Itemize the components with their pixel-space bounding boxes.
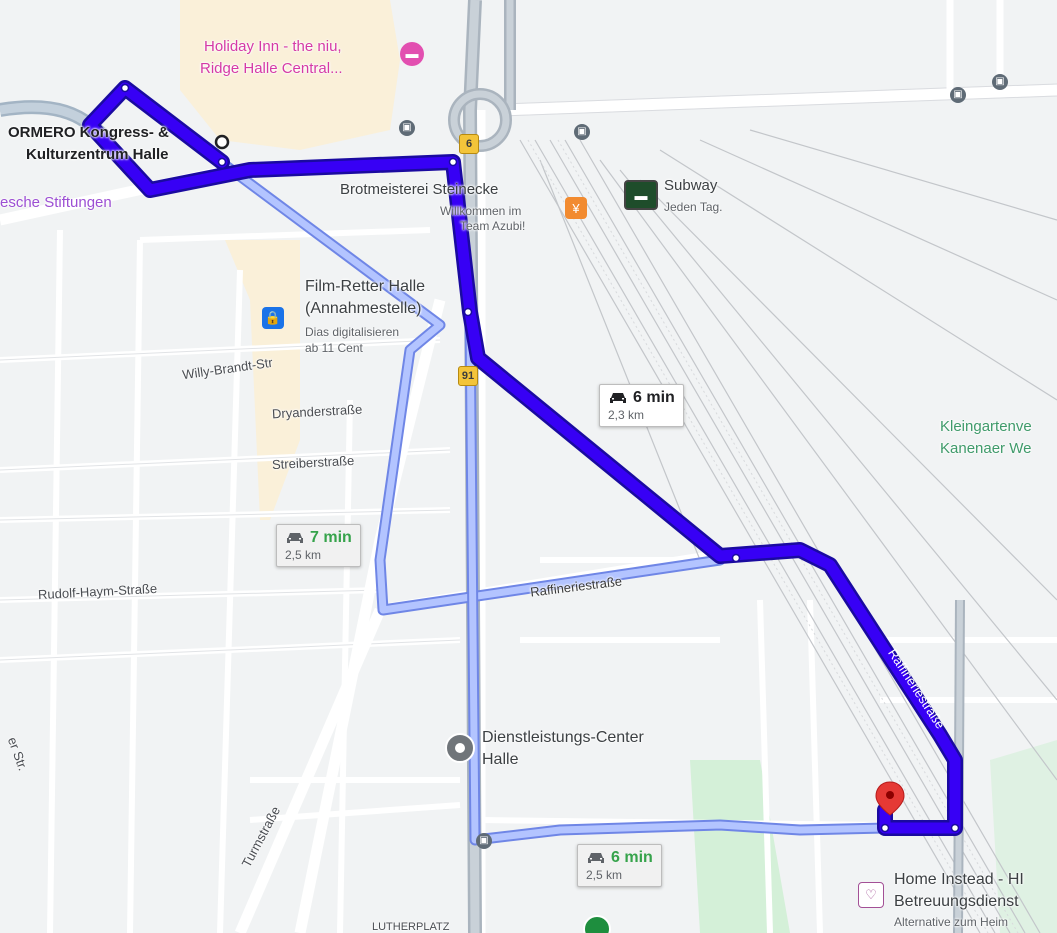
route-distance: 2,5 km — [586, 868, 623, 882]
place-dienstleistung[interactable]: Dienstleistungs-Center — [482, 729, 644, 746]
route-card-alt-1[interactable]: 7 min 2,5 km — [276, 524, 361, 567]
car-icon — [588, 853, 604, 863]
destination-pin-icon[interactable] — [874, 780, 906, 816]
place-dienstleistung-line2[interactable]: Halle — [482, 751, 519, 768]
place-kleingarten[interactable]: Kleingartenve — [940, 418, 1032, 435]
route-card-alt-2[interactable]: 6 min 2,5 km — [577, 844, 662, 887]
route-time: 7 min — [310, 529, 352, 546]
care-service-icon[interactable]: ♡ — [858, 882, 884, 908]
place-kongress[interactable]: ORMERO Kongress- & — [8, 124, 169, 141]
alt-route-2 — [464, 314, 891, 846]
place-stiftungen[interactable]: esche Stiftungen — [0, 194, 112, 211]
place-film-retter-sub2: ab 11 Cent — [305, 341, 363, 355]
place-brotmeisterei-sub: Willkommen im — [440, 204, 522, 218]
street-lutherplatz: LUTHERPLATZ — [372, 921, 450, 933]
place-home-instead[interactable]: Home Instead - HI — [894, 871, 1024, 888]
place-subway[interactable]: Subway — [664, 177, 718, 194]
place-film-retter[interactable]: Film-Retter Halle — [305, 278, 426, 295]
bus-stop-icon[interactable]: ▣ — [574, 124, 590, 140]
place-home-instead-sub: Alternative zum Heim — [894, 915, 1009, 929]
primary-route — [82, 80, 963, 836]
place-film-retter-sub: Dias digitalisieren — [305, 325, 400, 339]
route-time: 6 min — [611, 849, 653, 866]
car-icon — [610, 393, 626, 403]
route-time: 6 min — [633, 389, 675, 406]
green-location-icon[interactable] — [583, 915, 611, 933]
route-distance: 2,5 km — [285, 548, 322, 562]
alt-route-1 — [219, 159, 726, 616]
hotel-icon[interactable]: ▬ — [400, 42, 424, 66]
place-brotmeisterei-sub2: Team Azubi! — [460, 219, 526, 233]
bus-stop-icon[interactable]: ▣ — [399, 120, 415, 136]
restaurant-icon[interactable]: ¥ — [565, 197, 587, 219]
origin-marker — [214, 134, 230, 150]
place-kleingarten-line2[interactable]: Kanenaer We — [940, 440, 1032, 457]
place-kongress-line2[interactable]: Kulturzentrum Halle — [26, 146, 169, 163]
place-film-retter-line2[interactable]: (Annahmestelle) — [305, 300, 422, 317]
route-card-primary[interactable]: 6 min 2,3 km — [599, 384, 684, 427]
place-home-instead-line2[interactable]: Betreuungsdienst — [894, 893, 1019, 910]
place-holiday-inn[interactable]: Holiday Inn - the niu, — [204, 38, 342, 55]
subway-logo-icon[interactable]: ▬ — [624, 180, 658, 210]
place-subway-sub: Jeden Tag. — [664, 200, 723, 214]
place-holiday-inn-line2[interactable]: Ridge Halle Central... — [200, 60, 343, 77]
place-brotmeisterei[interactable]: Brotmeisterei Steinecke — [340, 181, 499, 198]
destination-pin-shape — [875, 781, 905, 816]
car-icon — [287, 533, 303, 543]
road-shield-91: 91 — [458, 366, 478, 386]
route-distance: 2,3 km — [608, 408, 645, 422]
bus-stop-icon[interactable]: ▣ — [992, 74, 1008, 90]
location-circle-icon[interactable] — [445, 733, 475, 763]
bus-stop-icon[interactable]: ▣ — [476, 833, 492, 849]
bus-stop-icon[interactable]: ▣ — [950, 87, 966, 103]
road-shield-6: 6 — [459, 134, 479, 154]
shopping-bag-icon[interactable]: 🔒 — [262, 307, 284, 329]
